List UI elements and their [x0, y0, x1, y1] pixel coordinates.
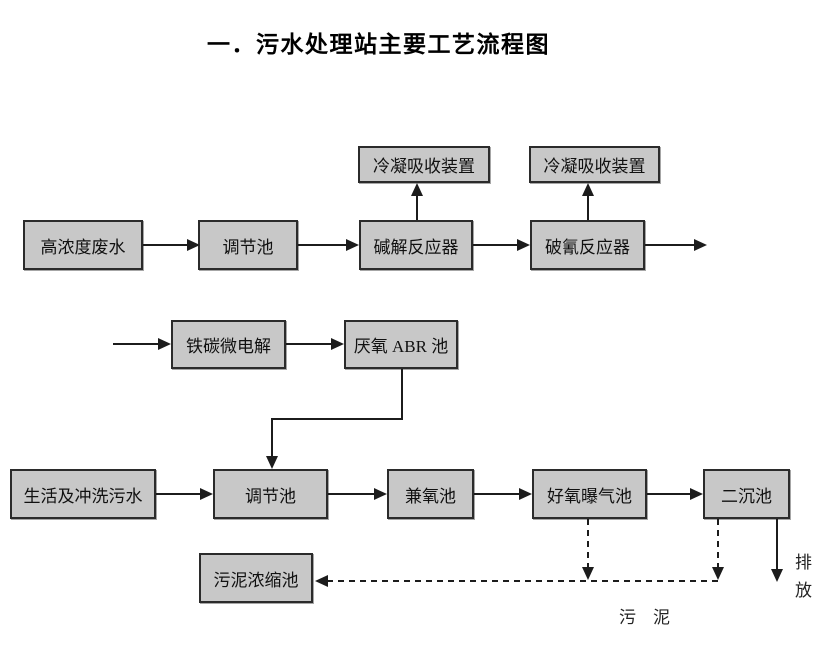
dashed-aerobic-sludge-line — [587, 519, 589, 567]
discharge-label: 排放 — [795, 553, 812, 600]
node-condensation-absorber-1: 冷凝吸收装置 — [358, 146, 490, 183]
node-condensation-absorber-2: 冷凝吸收装置 — [529, 146, 660, 183]
arrow-discharge-head — [771, 569, 783, 582]
connector-abr-horizontal-line — [272, 418, 403, 420]
node-anaerobic-abr-tank: 厌氧 ABR 池 — [344, 320, 458, 369]
arrow-alkaline-to-cyanide-head — [517, 239, 530, 251]
node-aerobic-aeration-tank: 好氧曝气池 — [532, 469, 647, 519]
arrow-regulate-to-alkaline-line — [298, 244, 346, 246]
arrow-facultative-to-aerobic-head — [519, 488, 532, 500]
node-cyanide-breaking-reactor: 破氰反应器 — [530, 220, 645, 270]
node-sludge-thickening-tank: 污泥浓缩池 — [199, 553, 313, 603]
node-alkaline-hydrolysis-reactor: 碱解反应器 — [359, 220, 473, 270]
node-facultative-tank: 兼氧池 — [387, 469, 474, 519]
arrow-aerobic-to-secondary-head — [690, 488, 703, 500]
arrow-cyanide-outlet-line — [645, 244, 694, 246]
dashed-sludge-return-line — [327, 580, 718, 582]
arrow-aerobic-to-secondary-line — [647, 493, 690, 495]
connector-abr-to-regulate-head — [266, 456, 278, 469]
node-secondary-sedimentation-tank: 二沉池 — [703, 469, 790, 519]
arrow-cyanide-to-absorber2-line — [587, 195, 589, 220]
arrow-alkaline-to-absorber1-head — [411, 183, 423, 196]
arrow-regulate-to-alkaline-head — [346, 239, 359, 251]
dashed-secondary-sludge-line — [717, 519, 719, 567]
dashed-aerobic-sludge-head — [582, 567, 594, 580]
connector-abr-to-regulate-line — [271, 418, 273, 456]
arrow-highwaste-to-regulate-line — [143, 244, 187, 246]
arrow-alkaline-to-cyanide-line — [473, 244, 517, 246]
arrow-regulate-to-facultative-line — [328, 493, 374, 495]
dashed-secondary-sludge-head — [712, 567, 724, 580]
node-iron-carbon-microelectrolysis: 铁碳微电解 — [171, 320, 286, 369]
arrow-cyanide-outlet-head — [694, 239, 707, 251]
arrow-cyanide-to-absorber2-head — [582, 183, 594, 196]
arrow-inlet-to-ironcarbon-head — [158, 338, 171, 350]
page-title: 一．污水处理站主要工艺流程图 — [207, 31, 550, 57]
node-high-concentration-wastewater: 高浓度废水 — [23, 220, 143, 270]
arrow-ironcarbon-to-abr-head — [331, 338, 344, 350]
node-regulating-tank-top: 调节池 — [198, 220, 298, 270]
arrow-domestic-to-regulate-line — [156, 493, 200, 495]
arrow-discharge-line — [776, 519, 778, 570]
arrow-highwaste-to-regulate-head — [187, 239, 200, 251]
node-domestic-flushing-sewage: 生活及冲洗污水 — [10, 469, 156, 519]
arrow-inlet-to-ironcarbon-line — [113, 343, 158, 345]
arrow-regulate-to-facultative-head — [374, 488, 387, 500]
sludge-label: 污 泥 — [619, 608, 670, 627]
dashed-sludge-return-head — [315, 575, 328, 587]
arrow-facultative-to-aerobic-line — [474, 493, 519, 495]
arrow-ironcarbon-to-abr-line — [286, 343, 331, 345]
arrow-domestic-to-regulate-head — [200, 488, 213, 500]
arrow-alkaline-to-absorber1-line — [416, 195, 418, 220]
connector-abr-down-line — [401, 369, 403, 420]
node-regulating-tank-bottom: 调节池 — [213, 469, 328, 519]
